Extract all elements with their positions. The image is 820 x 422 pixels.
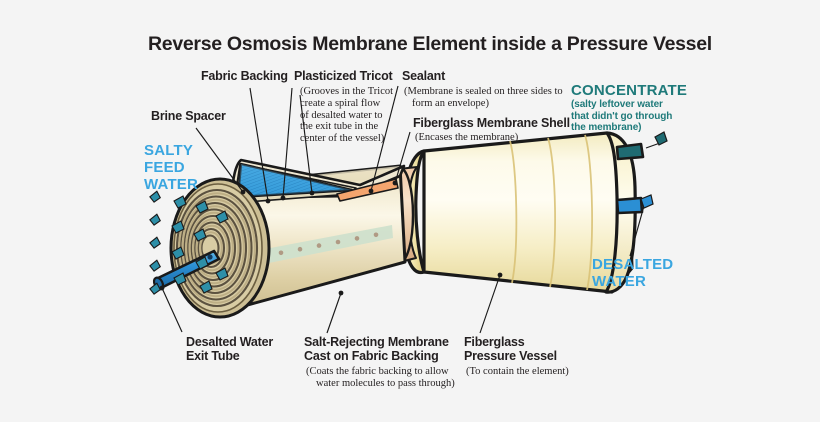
- label-plasticized-tricot-note: (Grooves in the Tricot create a spiral f…: [300, 86, 393, 145]
- flow-line: WATER: [592, 273, 647, 290]
- salty-feed-water-droplets: [149, 190, 229, 295]
- leader-lines: [159, 85, 668, 334]
- heading-line: Cast on Fabric Backing: [304, 348, 439, 363]
- heading-line: Pressure Vessel: [464, 348, 557, 363]
- desalted-port: [615, 196, 644, 215]
- note-line: the exit tube in the: [300, 121, 379, 133]
- label-concentrate-note: (salty leftover water that didn't go thr…: [571, 99, 672, 134]
- note-line: that didn't go through: [571, 110, 673, 122]
- note-line: (salty leftover water: [571, 99, 663, 110]
- label-concentrate: CONCENTRATE: [571, 82, 688, 99]
- page-title: Reverse Osmosis Membrane Element inside …: [148, 33, 712, 55]
- flow-line: WATER: [144, 176, 199, 193]
- label-fiberglass-membrane-shell: Fiberglass Membrane Shell: [413, 116, 570, 130]
- note-line: (Coats the fabric backing to allow: [306, 366, 449, 377]
- note-line: (Encases the membrane): [415, 132, 519, 143]
- label-sealant: Sealant: [402, 69, 446, 83]
- flow-line: FEED: [144, 159, 185, 176]
- illustration-group: [149, 85, 668, 334]
- note-line: the membrane): [571, 122, 642, 133]
- flow-line: SALTY: [144, 142, 194, 159]
- label-salty-feed-water: SALTY FEED WATER: [144, 142, 198, 193]
- label-salt-rejecting-membrane: Salt-Rejecting Membrane Cast on Fabric B…: [304, 335, 449, 363]
- label-fiberglass-membrane-shell-note: (Encases the membrane): [415, 132, 518, 144]
- outlet-ports: [615, 142, 645, 215]
- label-brine-spacer: Brine Spacer: [151, 109, 226, 123]
- note-line: (Membrane is sealed on three sides to: [404, 86, 563, 97]
- note-line: (Grooves in the Tricot: [300, 86, 394, 97]
- note-line: form an envelope): [412, 97, 489, 109]
- label-fabric-backing: Fabric Backing: [201, 69, 288, 83]
- heading-line: Exit Tube: [186, 348, 240, 363]
- note-line: center of the vessel): [300, 133, 385, 145]
- label-fiberglass-pressure-vessel: Fiberglass Pressure Vessel: [464, 335, 557, 363]
- heading-line: Desalted Water: [186, 335, 274, 349]
- spiral-wound-membrane-face: [169, 177, 271, 319]
- label-fiberglass-pressure-vessel-note: (To contain the element): [466, 366, 569, 378]
- label-salt-rejecting-membrane-note: (Coats the fabric backing to allow water…: [306, 366, 455, 390]
- note-line: (To contain the element): [466, 366, 569, 377]
- label-desalted-water-exit-tube: Desalted Water Exit Tube: [186, 335, 274, 363]
- label-sealant-note: (Membrane is sealed on three sides to fo…: [404, 86, 563, 110]
- note-line: water molecules to pass through): [316, 377, 455, 389]
- concentrate-port: [615, 142, 645, 161]
- flow-line: DESALTED: [592, 256, 674, 273]
- note-line: create a spiral flow: [300, 97, 381, 109]
- heading-line: Salt-Rejecting Membrane: [304, 335, 449, 349]
- label-plasticized-tricot: Plasticized Tricot: [294, 69, 393, 83]
- heading-line: Fiberglass: [464, 335, 525, 349]
- label-desalted-water: DESALTED WATER: [592, 256, 673, 290]
- note-line: of desalted water to: [300, 109, 383, 121]
